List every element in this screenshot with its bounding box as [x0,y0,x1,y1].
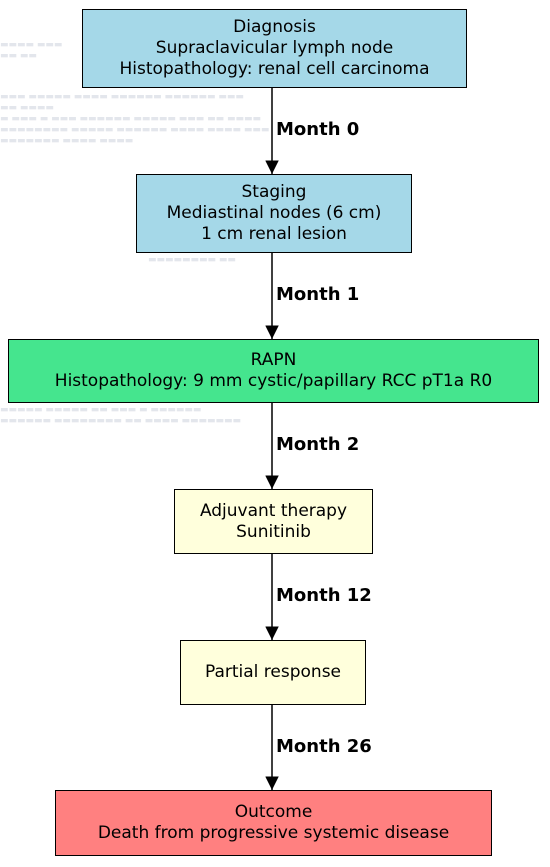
node-outcome-line-1: Outcome [234,802,313,822]
node-outcome: Outcome Death from progressive systemic … [55,790,492,856]
node-rapn-line-2: Histopathology: 9 mm cystic/papillary RC… [54,371,493,391]
node-adjuvant-therapy: Adjuvant therapy Sunitinib [174,489,373,554]
node-rapn-line-1: RAPN [250,350,297,370]
node-diagnosis: Diagnosis Supraclavicular lymph node His… [82,9,467,88]
edge-label-1: Month 0 [276,119,360,140]
node-staging-line-2: Mediastinal nodes (6 cm) [166,203,382,223]
node-staging: Staging Mediastinal nodes (6 cm) 1 cm re… [136,174,412,253]
edge-label-3: Month 2 [276,434,360,455]
edge-label-5: Month 26 [276,736,372,757]
node-adjuvant-therapy-line-2: Sunitinib [236,521,311,542]
node-staging-line-1: Staging [241,182,307,202]
node-partial-response: Partial response [180,640,366,705]
node-adjuvant-therapy-line-1: Adjuvant therapy [199,500,348,521]
node-staging-line-3: 1 cm renal lesion [201,224,347,244]
node-rapn: RAPN Histopathology: 9 mm cystic/papilla… [8,339,539,403]
edge-label-2: Month 1 [276,284,360,305]
edge-label-4: Month 12 [276,585,372,606]
node-diagnosis-line-3: Histopathology: renal cell carcinoma [119,59,430,79]
node-outcome-line-2: Death from progressive systemic disease [97,823,450,843]
node-diagnosis-line-2: Supraclavicular lymph node [155,38,394,58]
node-diagnosis-line-1: Diagnosis [233,17,316,37]
node-partial-response-line-1: Partial response [204,662,342,682]
